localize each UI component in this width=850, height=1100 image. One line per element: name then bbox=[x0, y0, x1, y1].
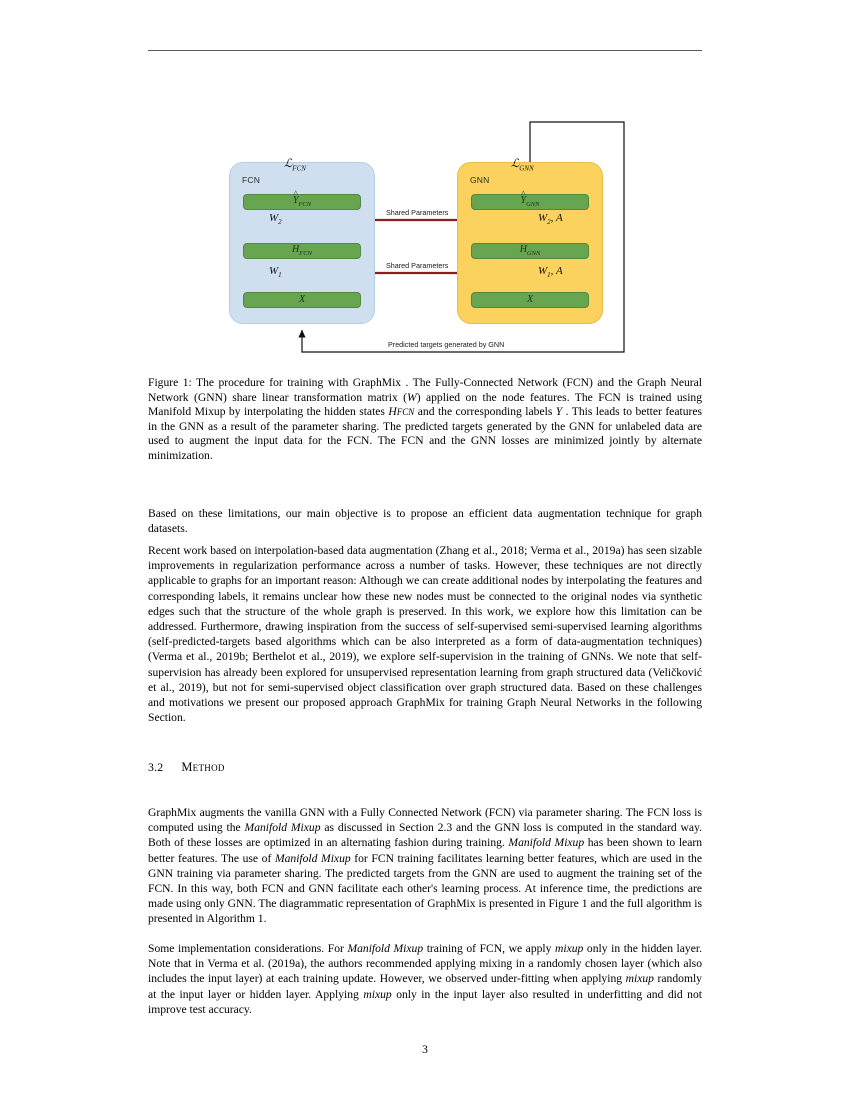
p4-pre: Some implementation considerations. For bbox=[148, 942, 348, 955]
fcn-weight-w2: W2 bbox=[269, 212, 282, 227]
page-number: 3 bbox=[422, 1044, 428, 1056]
gnn-loss-label: ℒGNN bbox=[511, 158, 534, 173]
p3-c: for FCN training facilitates learning be… bbox=[148, 851, 702, 926]
figure-1-diagram: FCN GNN ℒFCN ℒGNN ^YFCN HFCN X bbox=[148, 110, 702, 362]
figure-caption-label: Figure 1: bbox=[148, 376, 192, 389]
feedback-loop-label: Predicted targets generated by GNN bbox=[388, 340, 505, 349]
paragraph-graphmix-augments: GraphMix augments the vanilla GNN with a… bbox=[148, 805, 702, 927]
gnn-weight-w2-a: W2, A bbox=[538, 212, 563, 227]
fcn-layer-h: HFCN bbox=[243, 243, 361, 259]
p4-mixup-3: mixup bbox=[363, 987, 392, 1001]
gnn-layer-h-label: HGNN bbox=[519, 243, 541, 257]
fcn-layer-yhat-label: ^YFCN bbox=[292, 189, 312, 208]
fcn-weight-w1: W1 bbox=[269, 265, 282, 280]
shared-parameters-label-top: Shared Parameters bbox=[386, 208, 449, 217]
p3-manifold-mixup-3: Manifold Mixup bbox=[274, 851, 351, 865]
p3-manifold-mixup-1: Manifold Mixup bbox=[244, 821, 321, 835]
paragraph-implementation: Some implementation considerations. For … bbox=[148, 941, 702, 1017]
shared-parameters-label-bottom: Shared Parameters bbox=[386, 261, 449, 270]
gnn-weight-w1-a: W1, A bbox=[538, 265, 563, 280]
section-title: Method bbox=[181, 760, 225, 774]
gnn-title: GNN bbox=[470, 175, 490, 185]
hat-accent: ^ bbox=[521, 189, 526, 200]
paragraph-limitations: Based on these limitations, our main obj… bbox=[148, 507, 702, 536]
section-heading-method: 3.2 Method bbox=[148, 760, 702, 775]
paragraph-recent-work: Recent work based on interpolation-based… bbox=[148, 544, 702, 725]
gnn-layer-yhat-label: ^YGNN bbox=[520, 189, 540, 208]
figure-caption: Figure 1: The procedure for training wit… bbox=[148, 376, 702, 464]
p4-b: only in the hidden layer. Note that in V… bbox=[148, 942, 702, 986]
fcn-layer-h-label: HFCN bbox=[292, 243, 312, 257]
figure-caption-text: The procedure for training with GraphMix… bbox=[148, 376, 703, 462]
section-number: 3.2 bbox=[148, 760, 164, 774]
p4-mixup-2: mixup bbox=[625, 972, 654, 986]
p3-a: as discussed in Section 2.3 and the GNN … bbox=[148, 821, 703, 850]
gnn-layer-x-label: X bbox=[526, 294, 534, 305]
p3-manifold-mixup-2: Manifold Mixup bbox=[508, 836, 585, 850]
p4-a: training of FCN, we apply bbox=[423, 942, 556, 955]
hat-accent: ^ bbox=[293, 189, 298, 200]
gnn-layer-x: X bbox=[471, 292, 589, 308]
fcn-layer-yhat: ^YFCN bbox=[243, 189, 361, 210]
p3-b: has been shown to learn better features.… bbox=[148, 836, 702, 865]
fcn-title: FCN bbox=[242, 175, 261, 185]
p4-manifold-mixup-1: Manifold Mixup bbox=[347, 942, 424, 955]
fcn-loss-label: ℒFCN bbox=[284, 158, 306, 173]
gnn-layer-h: HGNN bbox=[471, 243, 589, 259]
p4-c: randomly at the input layer or hidden la… bbox=[148, 972, 702, 1001]
fcn-layer-x-label: X bbox=[298, 294, 306, 305]
p4-mixup-1: mixup bbox=[555, 942, 584, 955]
fcn-layer-x: X bbox=[243, 292, 361, 308]
p4-d: only in the input layer also resulted in… bbox=[148, 987, 702, 1016]
gnn-layer-yhat: ^YGNN bbox=[471, 189, 589, 210]
header-rule bbox=[148, 50, 702, 51]
p3-pre: GraphMix augments the vanilla GNN with a… bbox=[148, 806, 702, 835]
